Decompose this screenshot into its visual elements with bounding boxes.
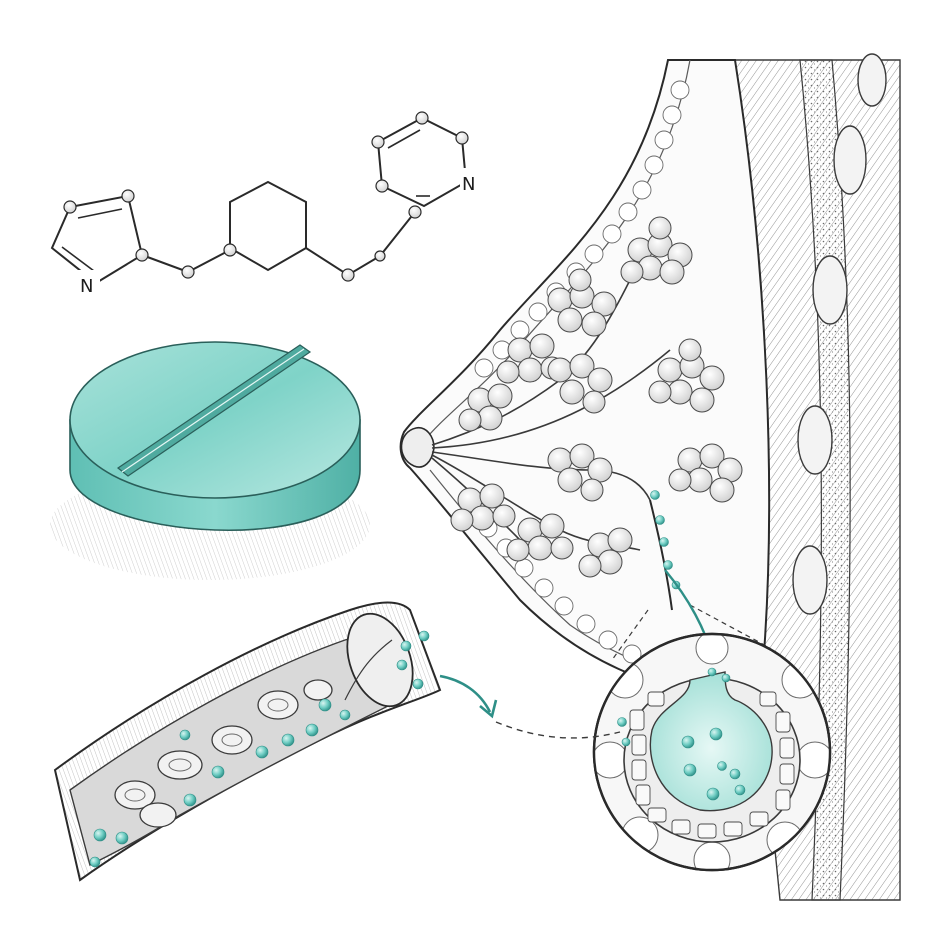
breast-outline	[399, 59, 771, 701]
tablet-score-highlight	[121, 348, 305, 473]
lobule	[668, 443, 743, 503]
lobule	[620, 216, 693, 285]
red-blood-cells	[114, 679, 333, 828]
pyridine-ring	[376, 116, 468, 208]
magnified-alveolus	[592, 632, 832, 872]
lobule	[547, 353, 613, 414]
lobule-clusters	[450, 216, 743, 578]
molecule-atoms	[63, 111, 469, 282]
lobule	[578, 527, 633, 578]
nipple	[400, 426, 435, 468]
alveolar-lumen	[649, 671, 773, 812]
lobule	[458, 383, 513, 432]
atom-label-nitrogen: N	[462, 174, 475, 195]
pyrrole-ring	[50, 194, 144, 285]
ring-double-bond	[77, 208, 123, 219]
atom-label-nitrogen: N	[80, 276, 93, 297]
cyclohexane-ring	[229, 180, 307, 272]
ring-double-bond	[61, 246, 99, 275]
epithelial-cells	[629, 691, 795, 839]
lobule	[648, 338, 725, 413]
blood-drug-particles	[89, 630, 430, 868]
vessel-inner-strand	[344, 639, 393, 701]
fat-globules	[460, 80, 692, 686]
magnifier-callout-lines	[611, 604, 771, 661]
red-blood-cell-dimples	[124, 698, 289, 802]
lumen-drug-particles	[617, 667, 746, 801]
lobule	[547, 268, 617, 337]
blood-vessel	[53, 601, 442, 882]
ring-double-bond	[387, 129, 421, 149]
lobule	[506, 513, 574, 562]
tablet-top	[69, 341, 361, 499]
linker-bond	[305, 211, 416, 277]
lobule	[547, 443, 613, 502]
molecule-structure	[50, 111, 469, 285]
surrounding-fat-cells	[594, 634, 830, 870]
lobule	[450, 483, 516, 532]
dashed-path-to-alveolus	[495, 721, 621, 739]
curved-transfer-arrow	[439, 674, 492, 713]
rib-sections	[792, 53, 887, 615]
atom-label-bg	[78, 270, 100, 294]
scored-tablet	[50, 341, 370, 580]
atom-label-bg	[460, 168, 482, 192]
curved-transfer-arrow-head	[479, 699, 498, 719]
ductal-drug-particles	[650, 490, 681, 590]
